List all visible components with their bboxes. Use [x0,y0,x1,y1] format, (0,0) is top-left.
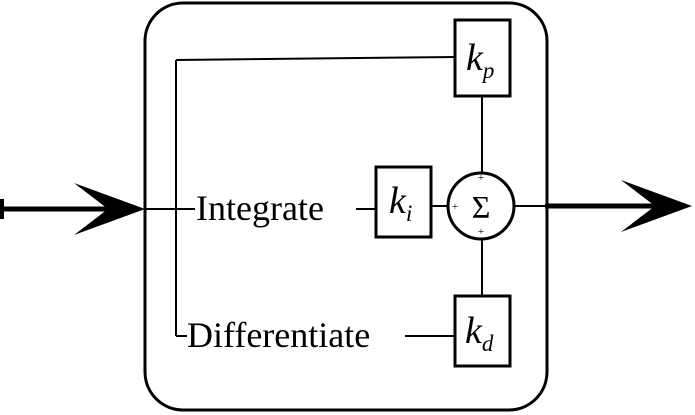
summing-junction-sign-top: + [478,172,484,184]
gain-block-kd-label: kd [465,310,494,356]
gain-block-ki: ki [374,165,433,239]
summing-junction: Σ + + + [446,171,516,241]
summing-junction-symbol: Σ [472,189,491,225]
input-tick [0,199,4,219]
gain-block-kd-frame [453,294,512,368]
gain-block-kd: kd [453,294,512,368]
integrate-label: Integrate [196,188,324,228]
signal-wiring [145,56,548,337]
summing-junction-sign-bottom: + [478,226,484,238]
gain-block-kp-label: kp [466,37,494,83]
gain-block-ki-label: ki [389,180,412,226]
summing-junction-sign-left: + [452,201,458,213]
gain-block-kp: kp [453,18,512,98]
summing-junction-circle [446,171,516,241]
differentiate-label: Differentiate [187,315,370,355]
gain-block-ki-frame [374,165,433,239]
input-arrow [0,183,145,235]
gain-block-kp-frame [453,18,512,98]
output-arrow [545,180,692,232]
